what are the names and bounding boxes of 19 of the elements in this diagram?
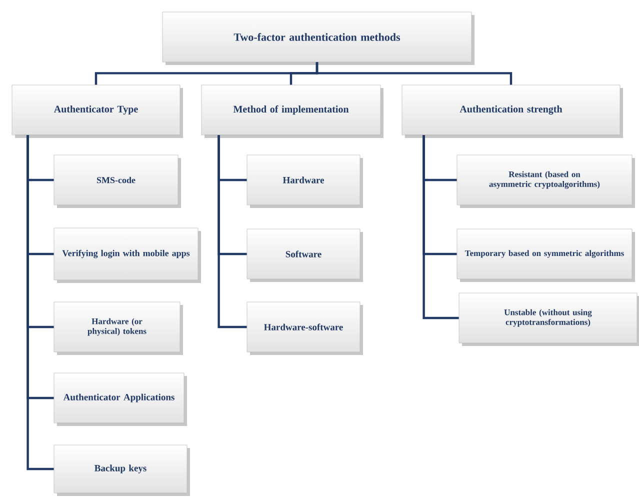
method-box: Backup keys bbox=[54, 444, 190, 496]
method-box: Hardware (or physical) tokens bbox=[54, 302, 183, 355]
method-box: Verifying login with mobile apps bbox=[54, 228, 201, 283]
method-box: Hardware-software bbox=[246, 302, 363, 355]
category-box: Authentication strength bbox=[402, 84, 623, 138]
method-box: Unstable (without using cryptotransformations) bbox=[458, 292, 639, 346]
connector-line bbox=[422, 135, 459, 320]
connector-line bbox=[26, 135, 54, 470]
method-box: SMS-code bbox=[54, 154, 181, 208]
title-box: Two-factor authentication methods bbox=[162, 12, 474, 65]
method-box: Resistant (based on asymmetric cryptoalgorithms) bbox=[456, 154, 635, 208]
method-box: Temporary based on symmetric algorithms bbox=[456, 228, 635, 282]
method-box: Software bbox=[246, 228, 363, 282]
method-box: Hardware bbox=[246, 154, 363, 208]
connector-line bbox=[218, 135, 247, 328]
category-box: Method of implementation bbox=[201, 84, 384, 138]
category-box: Authenticator Type bbox=[12, 84, 183, 138]
method-box: Authenticator Applications bbox=[54, 372, 187, 426]
connector-line bbox=[316, 62, 512, 85]
